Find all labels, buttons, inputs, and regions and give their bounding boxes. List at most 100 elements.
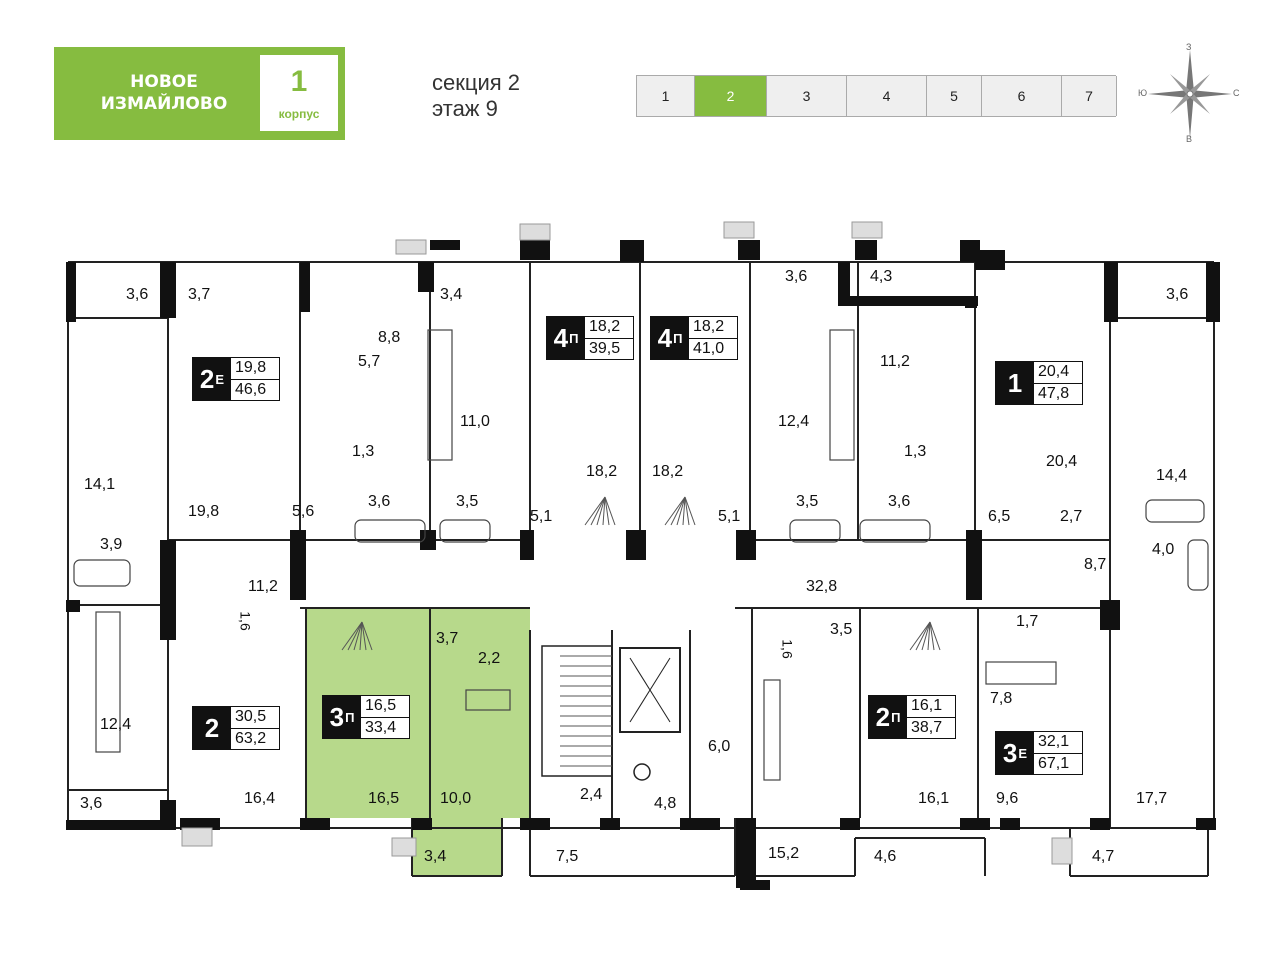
room-area: 1,6 xyxy=(237,611,254,631)
thick-wall-0 xyxy=(66,262,76,322)
spiral-stair-3 xyxy=(929,621,935,651)
floor-label: этаж 9 xyxy=(432,96,498,121)
spiral-stair-2 xyxy=(347,621,363,651)
room-area: 2,4 xyxy=(580,786,603,803)
room-area: 4,3 xyxy=(870,268,893,285)
spiral-stair-1 xyxy=(676,496,686,526)
room-area: 3,6 xyxy=(368,493,391,510)
elevator-shaft xyxy=(619,647,681,733)
balcony-4 xyxy=(181,827,213,847)
highlighted-apartment xyxy=(306,608,530,876)
room-area: 3,7 xyxy=(436,630,459,647)
room-area: 11,2 xyxy=(880,353,910,370)
thick-wall-37 xyxy=(430,240,460,250)
living-area: 16,5 xyxy=(361,696,409,718)
room-area: 17,7 xyxy=(1136,790,1168,807)
section-2[interactable]: 2 xyxy=(695,76,767,116)
room-area: 18,2 xyxy=(586,463,618,480)
compass-s: В xyxy=(1186,134,1193,144)
spiral-stair-1 xyxy=(684,496,696,526)
elevator-cross-2 xyxy=(629,657,671,723)
section-1[interactable]: 1 xyxy=(637,76,695,116)
logo: НОВОЕ ИЗМАЙЛОВО 1 корпус xyxy=(54,47,345,140)
room-area: 15,2 xyxy=(768,845,800,862)
thick-wall-40 xyxy=(965,296,977,308)
section-3[interactable]: 3 xyxy=(767,76,847,116)
room-area: 3,6 xyxy=(1166,286,1189,303)
room-area: 3,5 xyxy=(456,493,479,510)
section-6[interactable]: 6 xyxy=(982,76,1062,116)
compass-n: З xyxy=(1186,42,1192,52)
total-area: 33,4 xyxy=(365,718,397,736)
compass-e: С xyxy=(1233,88,1240,98)
section-7[interactable]: 7 xyxy=(1062,76,1117,116)
room-area: 4,7 xyxy=(1092,848,1115,865)
room-area: 20,4 xyxy=(1046,453,1078,470)
room-area: 2,7 xyxy=(1060,508,1083,525)
room-area: 11,0 xyxy=(460,413,490,430)
room-area: 1,7 xyxy=(1016,613,1039,630)
thick-wall-14 xyxy=(160,600,176,640)
living-area: 18,2 xyxy=(585,317,633,339)
living-area: 32,1 xyxy=(1034,732,1082,754)
spiral-stair-3 xyxy=(921,621,931,651)
room-area: 3,6 xyxy=(888,493,911,510)
apartment-layout-type: П xyxy=(891,709,901,725)
bathtub-0 xyxy=(73,559,131,587)
thick-wall-15 xyxy=(290,530,306,600)
spiral-stair-0 xyxy=(596,496,606,526)
bathtub-3 xyxy=(789,519,841,543)
spiral-stair-2 xyxy=(353,621,363,651)
room-area: 3,6 xyxy=(126,286,149,303)
building-label: корпус xyxy=(278,107,320,121)
section-label: секция 2 xyxy=(432,70,521,95)
building-number: 1 xyxy=(290,65,308,98)
thick-wall-23 xyxy=(160,800,176,830)
section-4[interactable]: 4 xyxy=(847,76,927,116)
living-area: 30,5 xyxy=(231,707,279,729)
section-5[interactable]: 5 xyxy=(927,76,982,116)
room-area: 1,3 xyxy=(352,443,375,460)
room-area: 8,7 xyxy=(1084,556,1107,573)
room-area: 4,6 xyxy=(874,848,897,865)
thick-wall-33 xyxy=(960,818,990,830)
spiral-stair-3 xyxy=(909,621,931,651)
living-area: 19,8 xyxy=(231,358,279,380)
spiral-stair-3 xyxy=(915,621,931,651)
balcony-2 xyxy=(723,221,755,239)
room-area: 7,8 xyxy=(990,690,1013,707)
thick-wall-35 xyxy=(1090,818,1110,830)
room-area: 6,0 xyxy=(708,738,731,755)
thick-wall-20 xyxy=(966,530,982,600)
thick-wall-6 xyxy=(738,240,760,260)
room-area: 6,5 xyxy=(988,508,1011,525)
spiral-stair-0 xyxy=(590,496,606,526)
room-area: 32,8 xyxy=(806,578,838,595)
spiral-stair-0 xyxy=(604,496,610,526)
spiral-stair-1 xyxy=(682,496,686,526)
kitchen-counter-2 xyxy=(829,329,855,461)
room-area: 3,6 xyxy=(785,268,808,285)
logo-name: НОВОЕ ИЗМАЙЛОВО xyxy=(100,72,228,114)
thick-wall-29 xyxy=(680,818,720,830)
total-area: 46,6 xyxy=(235,380,267,398)
room-area: 9,6 xyxy=(996,790,1019,807)
thick-wall-3 xyxy=(418,262,434,292)
apartment-rooms: 2 xyxy=(193,707,231,749)
kitchen-counter-5 xyxy=(465,689,511,711)
thick-wall-10 xyxy=(1104,262,1118,322)
living-area: 18,2 xyxy=(689,317,737,339)
balcony-6 xyxy=(1051,837,1073,865)
